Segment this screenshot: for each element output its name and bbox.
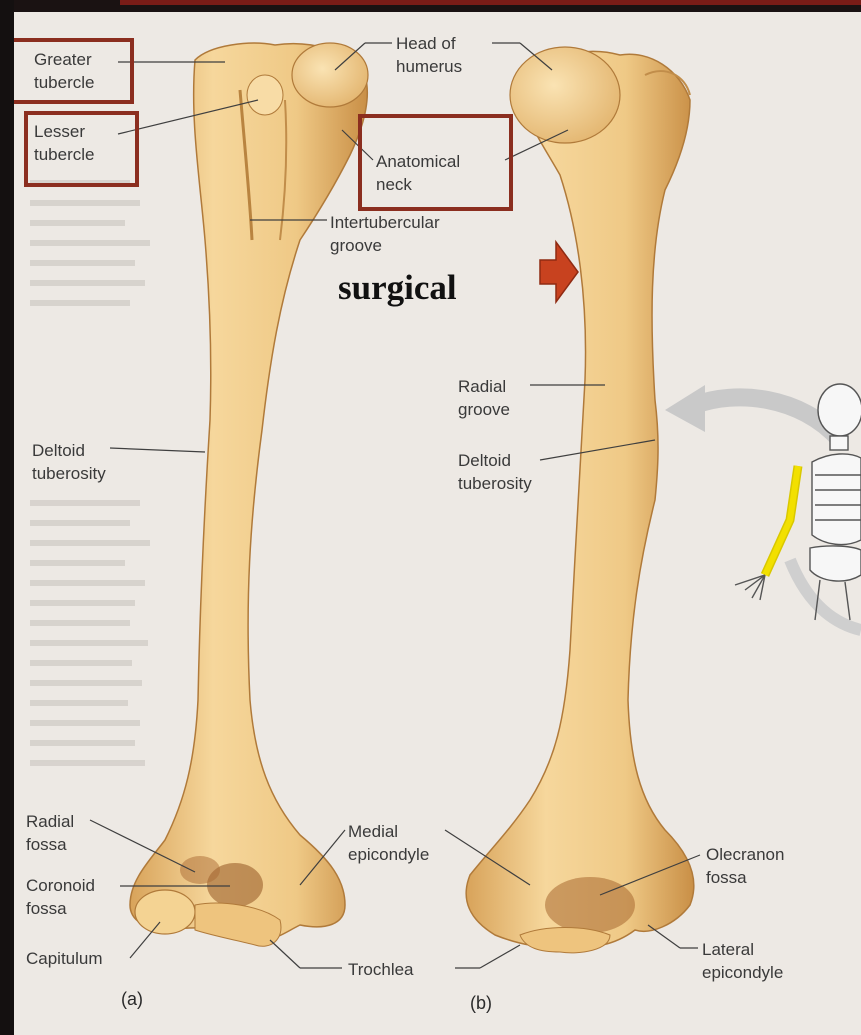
label-intertubercular-groove: Intertubercular groove xyxy=(330,211,440,257)
label-radial-groove: Radial groove xyxy=(458,375,510,421)
label-anatomical-neck: Anatomical neck xyxy=(376,150,460,196)
label-radial-fossa: Radial fossa xyxy=(26,810,74,856)
label-greater-tubercle: Greater tubercle xyxy=(34,48,94,94)
label-olecranon-fossa: Olecranon fossa xyxy=(706,843,784,889)
label-coronoid-fossa: Coronoid fossa xyxy=(26,874,95,920)
panel-label-b: (b) xyxy=(470,992,492,1015)
top-accent-bar xyxy=(120,0,861,5)
label-medial-epicondyle: Medial epicondyle xyxy=(348,820,429,866)
label-lateral-epicondyle: Lateral epicondyle xyxy=(702,938,783,984)
label-head-of-humerus: Head of humerus xyxy=(396,32,462,78)
red-arrow-icon xyxy=(540,242,578,302)
textbook-page: Greater tubercle Lesser tubercle Head of… xyxy=(14,12,861,1035)
left-border xyxy=(0,0,14,1035)
label-trochlea: Trochlea xyxy=(348,958,414,981)
label-surgical: surgical xyxy=(338,268,457,308)
label-lesser-tubercle: Lesser tubercle xyxy=(34,120,94,166)
label-deltoid-tuberosity-b: Deltoid tuberosity xyxy=(458,449,532,495)
humerus-anterior xyxy=(130,43,368,946)
label-deltoid-tuberosity-a: Deltoid tuberosity xyxy=(32,439,106,485)
label-capitulum: Capitulum xyxy=(26,947,103,970)
panel-label-a: (a) xyxy=(121,988,143,1011)
